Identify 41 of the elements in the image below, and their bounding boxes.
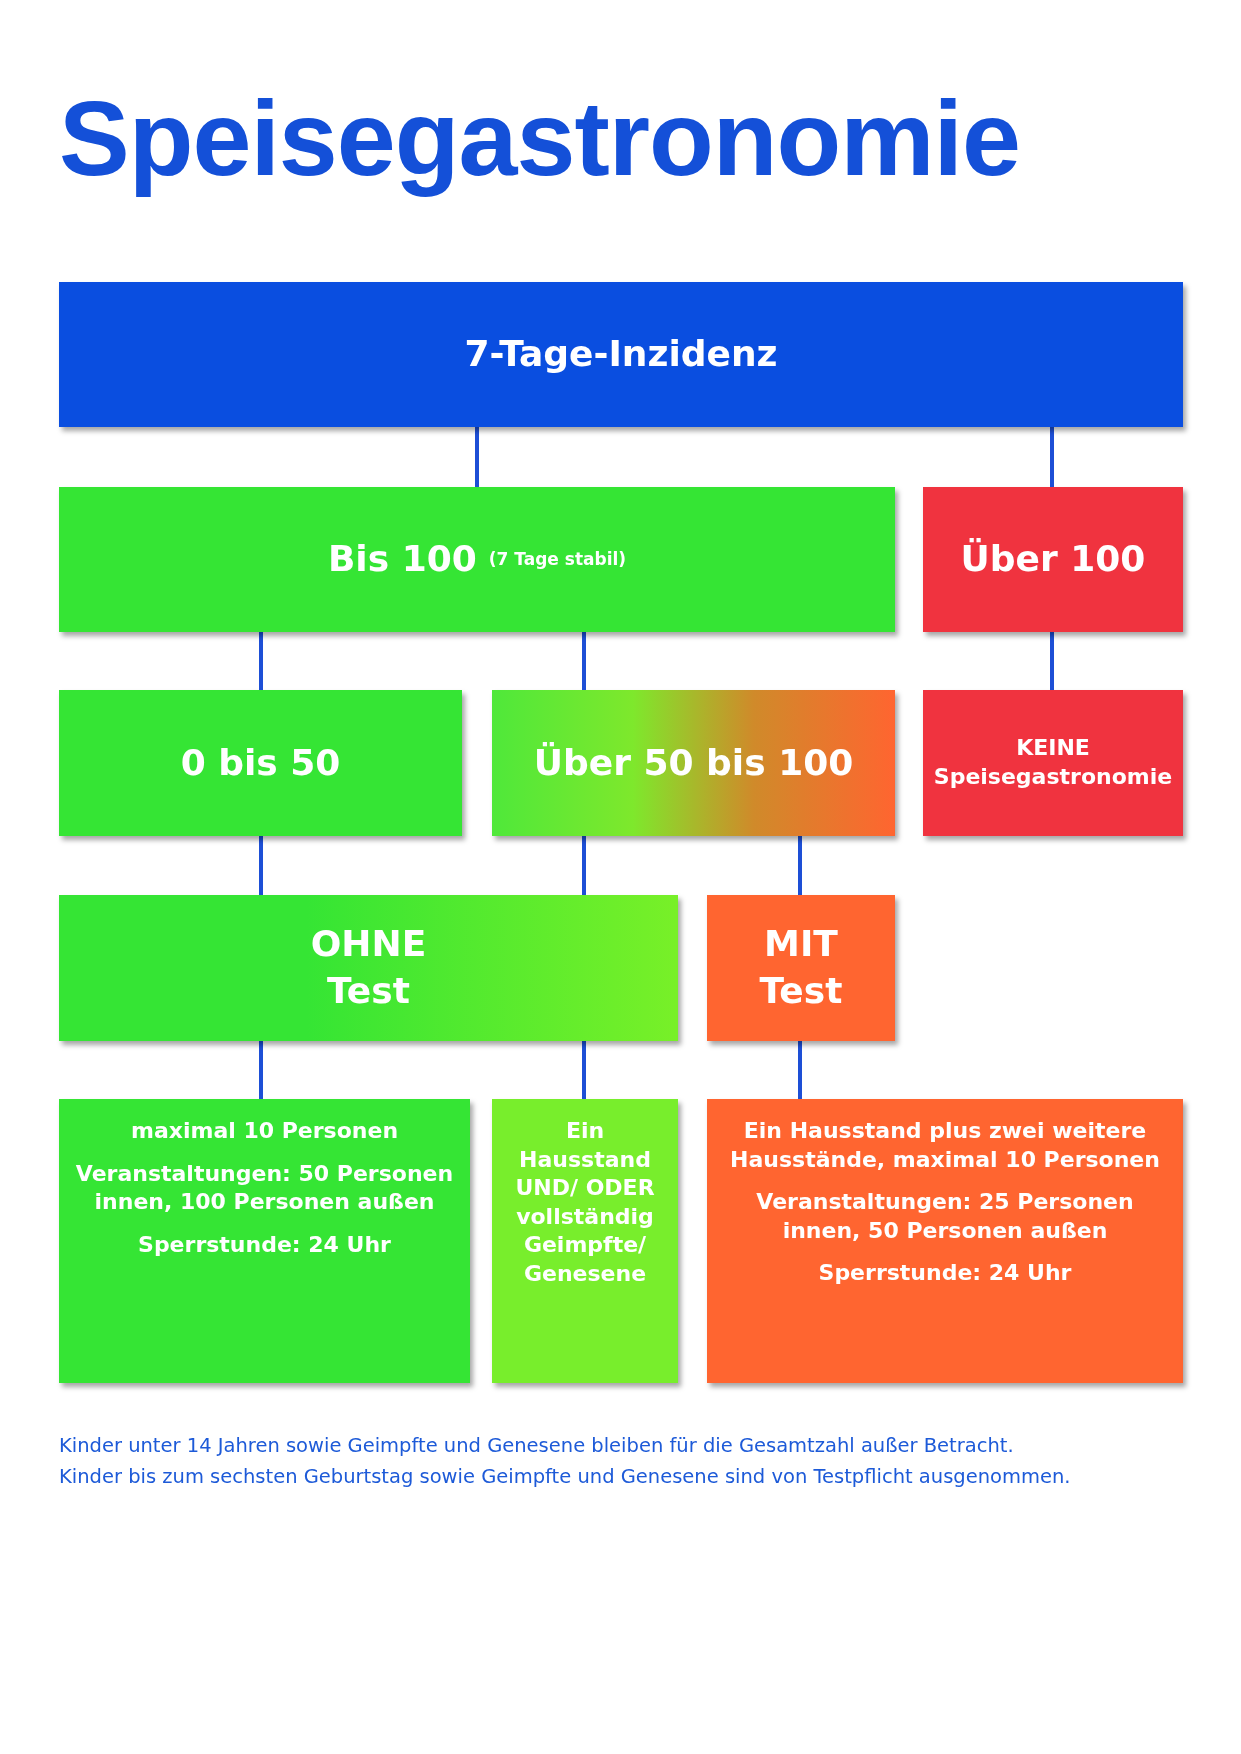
connector-line <box>1050 427 1054 487</box>
connector-line <box>259 836 263 895</box>
connector-line <box>582 836 586 895</box>
connector-line <box>1050 632 1054 690</box>
footnote: Kinder bis zum sechsten Geburtstag sowie Geimpfte und Genesene sind von Testpflicht ausgenommen. <box>59 1465 1071 1488</box>
box-text: Sperrstunde: 24 Uhr <box>818 1259 1072 1288</box>
category-box <box>492 690 895 836</box>
box-text: Veranstaltungen: 25 Personen innen, 50 Personen außen <box>755 1188 1135 1245</box>
connector-line <box>798 1041 802 1099</box>
box-text: Über 100 <box>960 537 1146 582</box>
category-box <box>59 895 678 1041</box>
box-text: KEINE Speisegastronomie <box>933 734 1173 791</box>
box-text: 7-Tage-Inzidenz <box>464 332 778 377</box>
category-box <box>923 690 1183 836</box>
connector-line <box>475 427 479 487</box>
connector-line <box>582 632 586 690</box>
box-text: Bis 100 <box>327 537 477 582</box>
connector-line <box>259 632 263 690</box>
category-box <box>492 1099 678 1383</box>
connector-line <box>259 1041 263 1099</box>
box-text: OHNE Test <box>309 922 428 1013</box>
box-text: Veranstaltungen: 50 Personen innen, 100 Personen außen <box>74 1159 455 1217</box>
category-box <box>707 895 895 1041</box>
category-box <box>707 1099 1183 1383</box>
box-text: Sperrstunde: 24 Uhr <box>138 1230 391 1259</box>
box-text: MIT Test <box>758 922 844 1013</box>
box-text: Ein Hausstand UND/ ODER vollständig Geimpfte/ Genesene <box>514 1117 656 1288</box>
connector-line <box>798 836 802 895</box>
category-box <box>59 282 1183 427</box>
footnote: Kinder unter 14 Jahren sowie Geimpfte und Genesene bleiben für die Gesamtzahl außer Betracht. <box>59 1434 1014 1457</box>
box-text: Ein Hausstand plus zwei weitere Hausstände, maximal 10 Personen <box>729 1117 1161 1174</box>
category-box <box>59 487 895 632</box>
box-text: (7 Tage stabil) <box>488 548 627 571</box>
box-text: 0 bis 50 <box>180 740 341 785</box>
category-box <box>923 487 1183 632</box>
page-title: Speisegastronomie <box>59 78 1020 199</box>
box-text: maximal 10 Personen <box>130 1117 399 1145</box>
connector-line <box>582 1041 586 1099</box>
box-text: Über 50 bis 100 <box>533 740 854 785</box>
category-box <box>59 690 462 836</box>
category-box <box>59 1099 470 1383</box>
